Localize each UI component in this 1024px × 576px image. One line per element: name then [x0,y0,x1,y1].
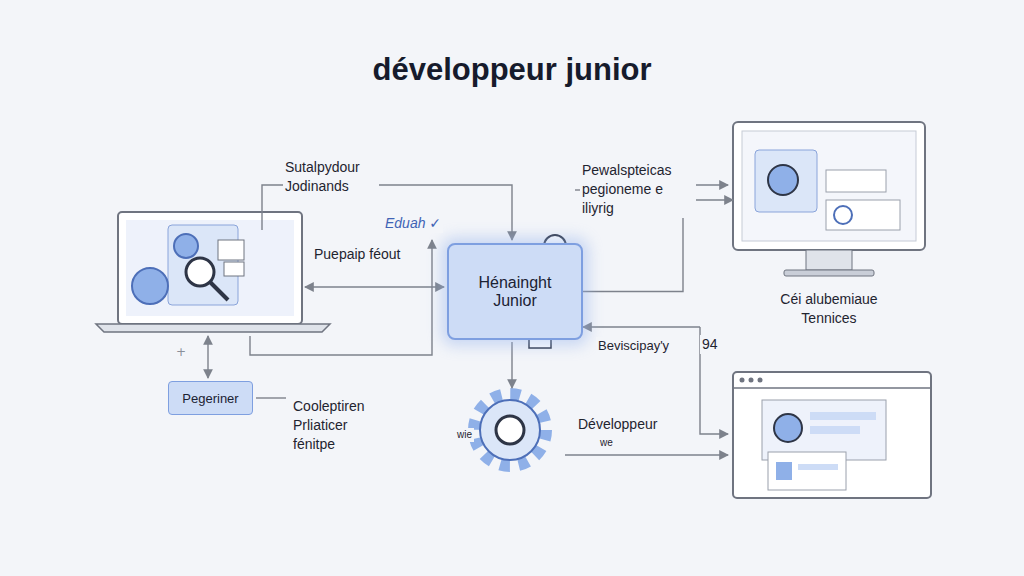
laptop [96,212,330,332]
annotation-label: 94 [700,335,720,354]
gear-icon [474,394,546,466]
browser-window [733,372,931,498]
annotation-label: Sutalpydour Jodinands [283,158,379,196]
annotation-label: Cooleptiren Prliaticer fénitpe [291,397,387,454]
annotation-label: wie [455,428,474,442]
annotation-label: Eduah ✓ [383,214,443,233]
leader-lines [208,185,728,455]
process-box: Pegeriner [168,381,253,415]
annotation-label: Développeur [576,415,659,434]
monitor [733,122,925,276]
annotation-label: Puepaip féout [312,245,402,264]
annotation-label: Pewalspteicas pegioneme e iliyrig [580,161,696,218]
node-text: Hénainght Junior [465,274,565,310]
node-text: Pegeriner [182,391,238,406]
process-box: Hénainght Junior [447,243,583,340]
diagram-title: développeur junior [0,52,1024,88]
plus-mark: + [176,345,186,359]
annotation-label: we [598,436,615,450]
node-text: Céi alubemiaue Tennices [764,290,894,328]
annotation-label: Beviscipay'y [596,337,671,355]
monitor-node: Céi alubemiaue Tennices [733,122,925,328]
